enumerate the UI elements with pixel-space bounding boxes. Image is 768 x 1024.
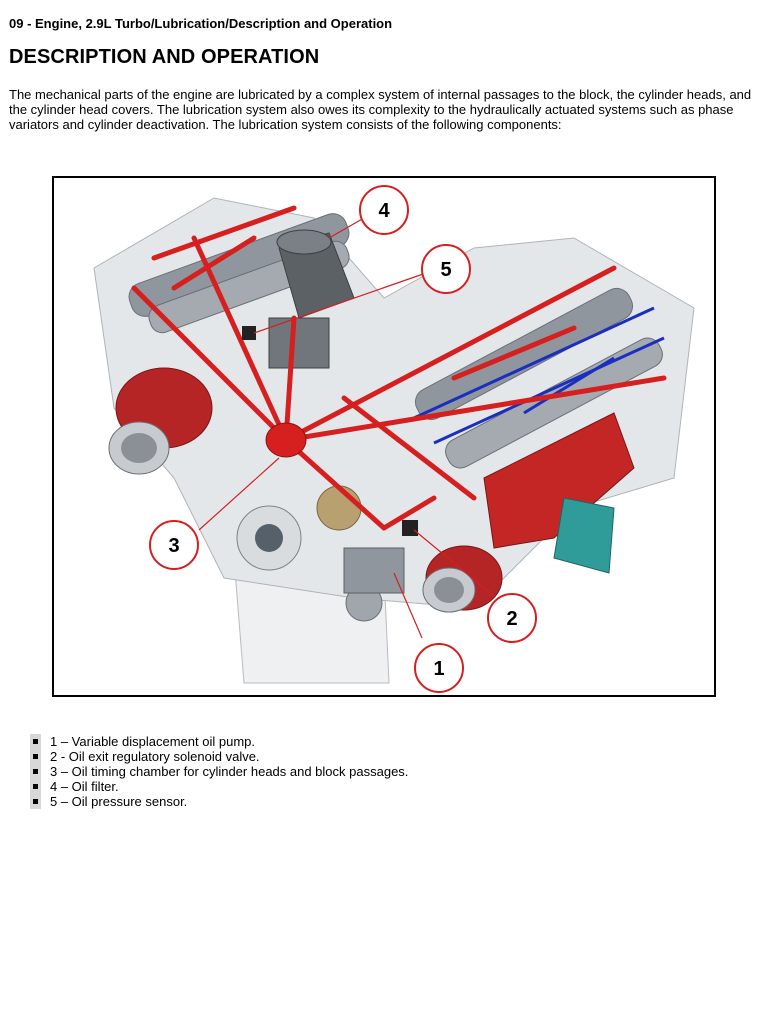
svg-text:2: 2 xyxy=(506,608,517,630)
right-turbocharger xyxy=(422,412,635,613)
callout-4: 4 xyxy=(359,185,409,235)
svg-text:4: 4 xyxy=(378,200,390,222)
engine-illustration: 4 5 3 2 1 xyxy=(93,185,695,693)
oil-passages xyxy=(131,205,667,531)
oil-pump xyxy=(343,547,405,594)
list-item: 5 – Oil pressure sensor. xyxy=(30,794,408,809)
bullet-icon xyxy=(33,799,38,804)
callout-3: 3 xyxy=(149,520,199,570)
svg-text:1: 1 xyxy=(433,658,444,680)
svg-text:3: 3 xyxy=(168,535,179,557)
pressure-sensor xyxy=(242,326,256,340)
svg-text:5: 5 xyxy=(440,259,451,281)
fuel-lines xyxy=(413,306,665,445)
oil-filter xyxy=(268,229,355,369)
bullet-icon xyxy=(33,784,38,789)
bullet-icon xyxy=(33,739,38,744)
right-camshaft xyxy=(414,287,663,469)
callout-1: 1 xyxy=(414,643,464,693)
list-item: 3 – Oil timing chamber for cylinder head… xyxy=(30,764,408,779)
list-item: 4 – Oil filter. xyxy=(30,779,408,794)
bullet-icon xyxy=(33,769,38,774)
callout-5: 5 xyxy=(421,244,471,294)
callout-2: 2 xyxy=(487,593,537,643)
solenoid-valve xyxy=(402,520,418,536)
left-turbocharger xyxy=(108,367,213,475)
bullet-icon xyxy=(33,754,38,759)
callout-leaders xyxy=(198,217,495,639)
list-item: 1 – Variable displacement oil pump. xyxy=(30,734,408,749)
engine-lubrication-figure: 4 5 3 2 1 xyxy=(52,176,716,697)
list-item: 2 - Oil exit regulatory solenoid valve. xyxy=(30,749,408,764)
oil-timing-chamber xyxy=(265,422,307,458)
breadcrumb: 09 - Engine, 2.9L Turbo/Lubrication/Desc… xyxy=(9,16,393,31)
page-title: DESCRIPTION AND OPERATION xyxy=(9,46,320,68)
intro-paragraph: The mechanical parts of the engine are l… xyxy=(9,87,752,132)
component-legend: 1 – Variable displacement oil pump. 2 - … xyxy=(30,734,408,809)
